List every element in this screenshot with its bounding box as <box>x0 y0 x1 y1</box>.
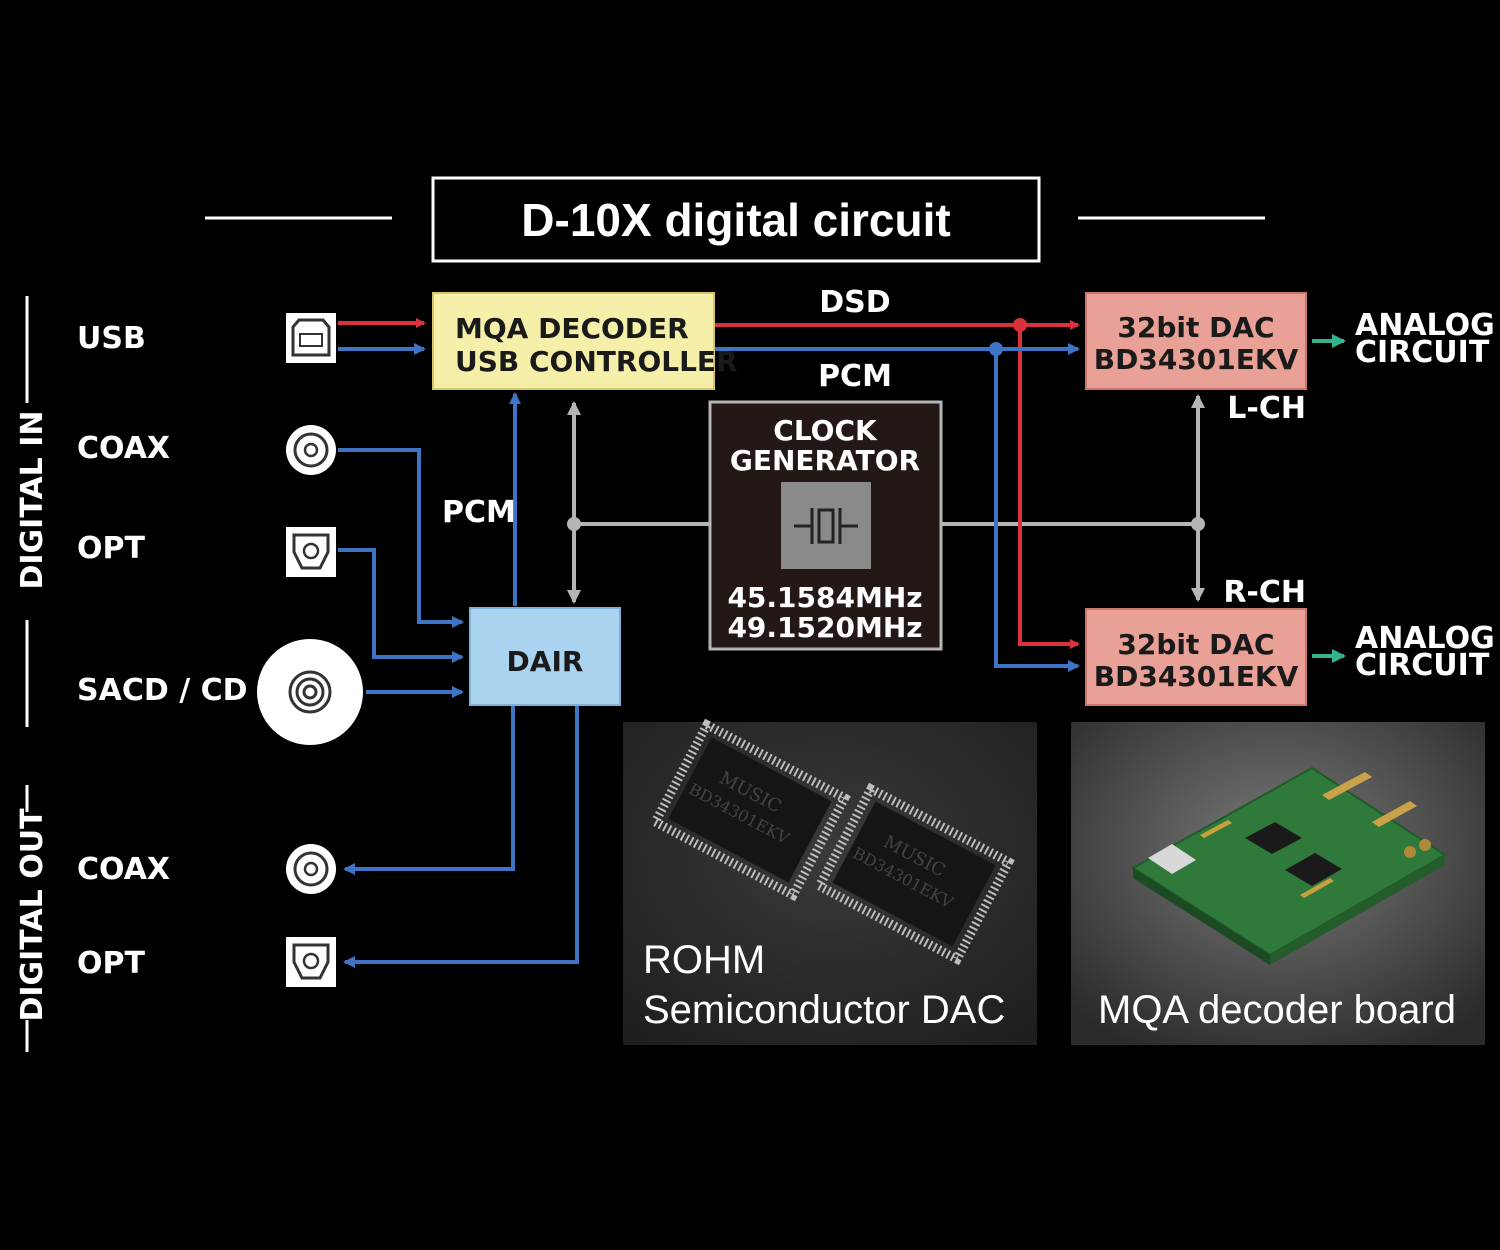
chip-1: MUSIC BD34301EKV <box>649 718 851 902</box>
dac-caption-line2: Semiconductor DAC <box>643 988 1005 1032</box>
pcm-vertical-label: PCM <box>442 495 516 530</box>
clock-label-line2: GENERATOR <box>730 444 920 477</box>
input-usb-label: USB <box>77 321 146 356</box>
crystal-oscillator-icon <box>781 482 871 569</box>
board-caption: MQA decoder board <box>1098 988 1456 1032</box>
clock-label-line1: CLOCK <box>773 414 878 447</box>
clock-junction-right <box>1191 517 1205 531</box>
dac-rch-line2: BD34301EKV <box>1094 660 1299 693</box>
analog-r-line1: ANALOG <box>1355 621 1495 656</box>
lch-label: L-CH <box>1227 391 1306 426</box>
page-title: D-10X digital circuit <box>521 194 950 246</box>
coax-in-icon <box>286 425 336 475</box>
dac-lch-line1: 32bit DAC <box>1117 311 1274 344</box>
mqa-label-line2: USB CONTROLLER <box>455 345 738 378</box>
clock-junction-left <box>567 517 581 531</box>
analog-l-line1: ANALOG <box>1355 308 1495 343</box>
dair-input-lines <box>338 448 464 698</box>
opt-out-line <box>343 705 579 968</box>
dac-caption-line1: ROHM <box>643 938 765 982</box>
dac-lch-block <box>1085 292 1307 390</box>
title-box <box>431 176 1041 263</box>
digital-in-label: DIGITAL IN <box>15 410 50 589</box>
opt-out-icon <box>286 937 336 987</box>
usb-port-icon <box>286 313 336 363</box>
dac-rch-block <box>1085 608 1307 706</box>
mqa-board-photo: MQA decoder board <box>1071 722 1485 1045</box>
pcm-label: PCM <box>818 359 892 394</box>
dsd-label: DSD <box>819 285 890 320</box>
input-coax-label: COAX <box>77 431 170 466</box>
dac-chip-photo: MUSIC BD34301EKV MUSIC BD34301EKV ROHM S… <box>623 718 1037 1045</box>
mqa-decoder-block <box>432 292 715 390</box>
coax-out-icon <box>286 844 336 894</box>
output-opt-label: OPT <box>77 946 145 981</box>
pcb-board <box>1131 766 1447 965</box>
clock-freq-1: 45.1584MHz <box>727 581 922 614</box>
dair-block <box>469 607 621 706</box>
pcm-junction <box>989 342 1003 356</box>
dsd-junction <box>1013 318 1027 332</box>
dac-lch-line2: BD34301EKV <box>1094 343 1299 376</box>
analog-l-line2: CIRCUIT <box>1355 335 1490 370</box>
chip-2: MUSIC BD34301EKV <box>813 782 1015 966</box>
digital-out-label: DIGITAL OUT <box>15 808 50 1022</box>
coax-out-line <box>343 705 515 875</box>
mqa-label-line1: MQA DECODER <box>455 312 689 345</box>
input-sacd-label: SACD / CD <box>77 673 248 708</box>
output-coax-label: COAX <box>77 852 170 887</box>
dair-label: DAIR <box>507 645 584 678</box>
rch-label: R-CH <box>1223 575 1306 610</box>
input-opt-label: OPT <box>77 531 145 566</box>
dac-rch-line1: 32bit DAC <box>1117 628 1274 661</box>
disc-icon <box>257 639 363 745</box>
opt-in-icon <box>286 527 336 577</box>
clock-freq-2: 49.1520MHz <box>727 611 922 644</box>
analog-r-line2: CIRCUIT <box>1355 648 1490 683</box>
